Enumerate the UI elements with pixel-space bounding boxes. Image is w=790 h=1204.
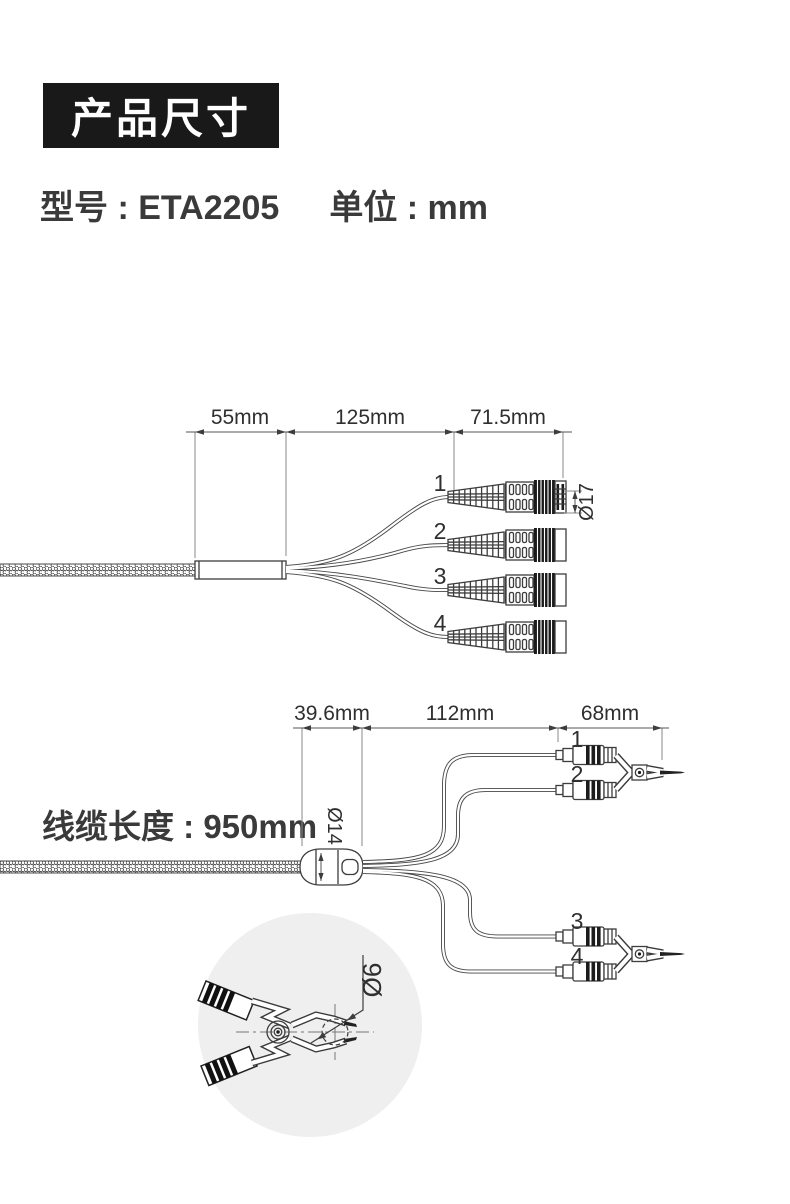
connector-label-4: 4 (434, 610, 447, 636)
clip-numbers: 1 2 3 4 (571, 726, 584, 969)
dim-112mm: 112mm (426, 702, 494, 725)
dia6-leader: Ø6 (310, 955, 387, 1044)
dia6-label: Ø6 (357, 963, 387, 998)
dim-39-6mm: 39.6mm (294, 702, 370, 725)
detail-handle-bottom (200, 1045, 259, 1087)
four-connector-drawing: 55mm 125mm 71.5mm (0, 406, 598, 655)
dim-55mm: 55mm (211, 406, 269, 429)
detail-pivot (266, 1020, 290, 1044)
kelvin-clip-drawing: 39.6mm 112mm 68mm Ø14 (0, 702, 700, 1137)
jaw-opening-circle (321, 1018, 349, 1046)
model-unit-line: 型号 : ETA2205 单位 : mm (40, 180, 488, 229)
dia14-label: Ø14 (323, 807, 345, 845)
section-title-text: 产品尺寸 (70, 95, 251, 142)
connector-label-2: 2 (434, 518, 447, 544)
detail-handle-top (197, 980, 256, 1021)
bottom-dimension-lines: 39.6mm 112mm 68mm (293, 702, 669, 846)
detail-zigzag-arms (250, 997, 357, 1067)
connector-label-1: 1 (434, 470, 447, 496)
cable-length-note: 线缆长度 : 950mm (42, 808, 318, 845)
connector-label-3: 3 (434, 563, 447, 589)
clip-label-2: 2 (571, 761, 584, 787)
connector1-socket-detail (555, 484, 566, 510)
dim-71-5mm: 71.5mm (470, 406, 546, 429)
model-label: 型号 : ETA2205 (40, 189, 280, 227)
clip-label-4: 4 (571, 943, 584, 969)
top-connector-numbers: 1 2 3 4 (434, 470, 447, 636)
clip-label-3: 3 (571, 908, 584, 934)
section-title-badge: 产品尺寸 (43, 83, 279, 148)
unit-label: 单位 : mm (329, 189, 489, 227)
dia17-label: Ø17 (576, 483, 598, 521)
bnc-connectors (447, 479, 567, 655)
clip-label-1: 1 (571, 726, 584, 752)
top-dimension-lines: 55mm 125mm 71.5mm (186, 406, 572, 558)
braided-cable-top (0, 560, 287, 580)
dim-125mm: 125mm (335, 406, 405, 429)
dim-68mm: 68mm (581, 702, 639, 725)
dia17-dimension: Ø17 (564, 483, 598, 521)
top-wires (285, 495, 449, 639)
bottom-wires (362, 753, 558, 974)
braided-cable-bottom (0, 848, 364, 886)
clip-detail-bubble: Ø6 (197, 913, 422, 1137)
cable-sleeve (194, 560, 287, 580)
dia14-dimension: Ø14 (318, 807, 345, 881)
